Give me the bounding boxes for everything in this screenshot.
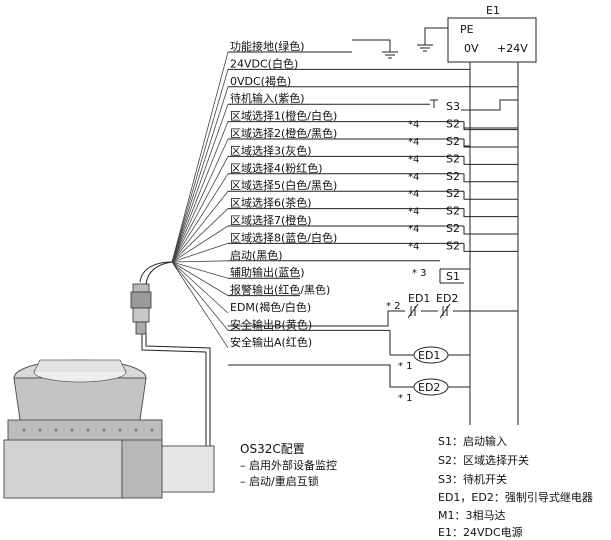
zone-note: *4 <box>408 224 419 235</box>
relay-ed1: ED1 * 1 <box>390 346 470 372</box>
wire-label: 辅助输出(蓝色) <box>230 265 305 279</box>
note-ed2: * 1 <box>398 393 413 404</box>
wire-label: 区域选择6(茶色) <box>230 196 312 210</box>
legend-s3: S3：待机开关 <box>438 473 507 486</box>
fan-line <box>171 173 229 263</box>
fan-line <box>171 51 229 263</box>
wire-label: 启动(黑色) <box>230 248 283 262</box>
fan-line <box>171 156 229 263</box>
zone-switch: *4 S2 <box>408 187 518 200</box>
zone-note: *4 <box>408 120 419 131</box>
note-edm: * 2 <box>386 301 401 312</box>
s3-label: S3 <box>446 100 460 113</box>
fan-line <box>171 261 229 296</box>
cable-fan <box>171 51 229 349</box>
zone-switch: *4 S2 <box>408 152 518 165</box>
switch-commons <box>461 99 518 147</box>
contact-ed1-label: ED1 <box>408 292 430 305</box>
fan-line <box>171 190 229 263</box>
fan-line <box>171 225 229 263</box>
legend-s2: S2：区域选择开关 <box>438 454 529 467</box>
s1-label: S1 <box>446 270 460 283</box>
ed1-label: ED1 <box>418 349 440 362</box>
relay-ed2: ED2 * 1 <box>228 364 470 404</box>
fan-line <box>171 261 229 279</box>
edm-contacts: ED1 ED2 * 2 <box>228 292 518 327</box>
s2-label: S2 <box>446 239 460 252</box>
fan-line <box>171 261 229 349</box>
fan-line <box>171 121 229 263</box>
scanner-cable <box>130 261 211 450</box>
fan-line <box>171 208 229 263</box>
legend-s1: S1：启动输入 <box>438 435 507 448</box>
zone-note: *4 <box>408 189 419 200</box>
switch-s1: S1 * 3 <box>412 268 470 284</box>
laser-scanner-image <box>3 359 215 499</box>
config-title: OS32C配置 <box>240 442 305 456</box>
e1-box <box>447 17 537 63</box>
zone-note: *4 <box>408 137 419 148</box>
zone-switch: *4 S2 <box>408 118 518 131</box>
s2-label: S2 <box>446 118 460 131</box>
fan-line <box>171 69 229 263</box>
wire-label: 区域选择4(粉红色) <box>230 161 323 175</box>
s2-label: S2 <box>446 205 460 218</box>
wire-label: 区域选择8(蓝色/白色) <box>230 230 337 244</box>
e1-0v-label: 0V <box>464 42 479 55</box>
fan-line <box>171 261 229 314</box>
wire-label: 0VDC(褐色) <box>230 74 291 88</box>
zone-switch: *4 S2 <box>408 135 518 148</box>
e1-24v-label: +24V <box>497 42 528 55</box>
wire-label: 待机输入(紫色) <box>230 91 305 105</box>
zone-switch: *4 S2 <box>408 205 518 218</box>
fan-line <box>171 261 229 331</box>
ground-wiring <box>352 27 448 59</box>
s2-label: S2 <box>446 170 460 183</box>
wire-label: 报警输出(红色/黑色) <box>230 283 330 297</box>
ed2-label: ED2 <box>418 381 440 394</box>
s2-label: S2 <box>446 222 460 235</box>
fan-line <box>171 138 229 263</box>
note-ed1: * 1 <box>398 361 413 372</box>
zone-switch: *4 S2 <box>408 239 518 252</box>
zone-note: *4 <box>408 207 419 218</box>
note-start: * 3 <box>412 268 427 279</box>
zone-switch: *4 S2 <box>408 170 518 183</box>
wire-label: 区域选择2(橙色/黑色) <box>230 126 337 140</box>
zone-note: *4 <box>408 172 419 183</box>
power-supply-e1: E1 PE 0V +24V <box>447 4 537 63</box>
fan-line <box>171 86 229 263</box>
s2-label: S2 <box>446 135 460 148</box>
wire-label: 区域选择5(白色/黑色) <box>230 178 337 192</box>
wire-label: 安全输出A(红色) <box>230 335 312 349</box>
s2-label: S2 <box>446 152 460 165</box>
wire-label: 功能接地(绿色) <box>230 39 305 53</box>
config-item-edm: – 启用外部设备监控 <box>240 459 337 472</box>
wire-label: 24VDC(白色) <box>230 56 298 70</box>
e1-title: E1 <box>486 4 500 17</box>
wire-list: 功能接地(绿色) 24VDC(白色) 0VDC(褐色) 待机输入(紫色) 区域选择1(橙… <box>228 39 518 355</box>
s2-label: S2 <box>446 187 460 200</box>
zone-note: *4 <box>408 154 419 165</box>
wire-label: 安全输出B(黄色) <box>230 317 312 331</box>
legend-e1: E1：24VDC电源 <box>438 526 523 539</box>
fan-line <box>171 243 229 263</box>
e1-pe-label: PE <box>460 23 474 36</box>
switch-s3: S3 <box>430 99 460 113</box>
legend-m1: M1：3相马达 <box>438 509 506 522</box>
fan-line <box>171 104 229 263</box>
wire-label: EDM(褐色/白色) <box>230 300 311 314</box>
config-item-interlock: – 启动/重启互锁 <box>240 475 319 488</box>
zone-note: *4 <box>408 241 419 252</box>
legend-ed: ED1，ED2：强制引导式继电器 <box>438 491 593 504</box>
wire-label: 区域选择1(橙色/白色) <box>230 109 337 123</box>
wire-label: 区域选择7(橙色) <box>230 213 312 227</box>
fan-line <box>171 260 229 263</box>
zone-switch: *4 S2 <box>408 222 518 235</box>
contact-ed2-label: ED2 <box>436 292 458 305</box>
wire-label: 区域选择3(灰色) <box>230 143 312 157</box>
